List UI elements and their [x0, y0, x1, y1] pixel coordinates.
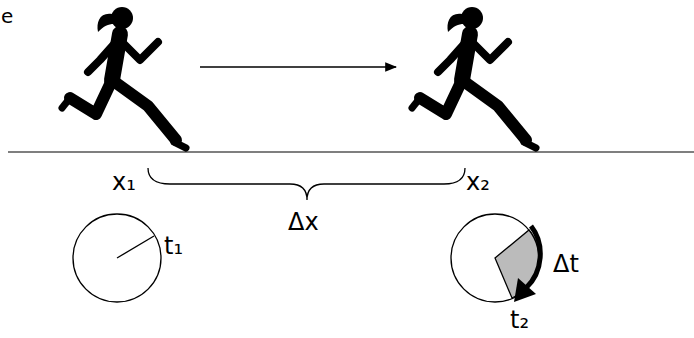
label: Δt — [553, 252, 579, 276]
runner-silhouette — [62, 7, 186, 148]
runner-silhouette — [412, 7, 536, 148]
label: e — [1, 6, 13, 26]
label: t₂ — [510, 308, 529, 332]
label: t₁ — [164, 234, 183, 258]
motion-arrow — [200, 66, 396, 68]
label: x₂ — [466, 170, 490, 194]
brace — [148, 168, 465, 200]
ground-line — [8, 151, 694, 152]
elapsed-arrowhead — [514, 278, 536, 302]
label: Δx — [288, 210, 319, 234]
clock — [73, 214, 161, 302]
elapsed-arrow — [526, 226, 540, 288]
clock — [451, 214, 539, 302]
label: x₁ — [112, 170, 136, 194]
clock-hand — [117, 236, 154, 258]
